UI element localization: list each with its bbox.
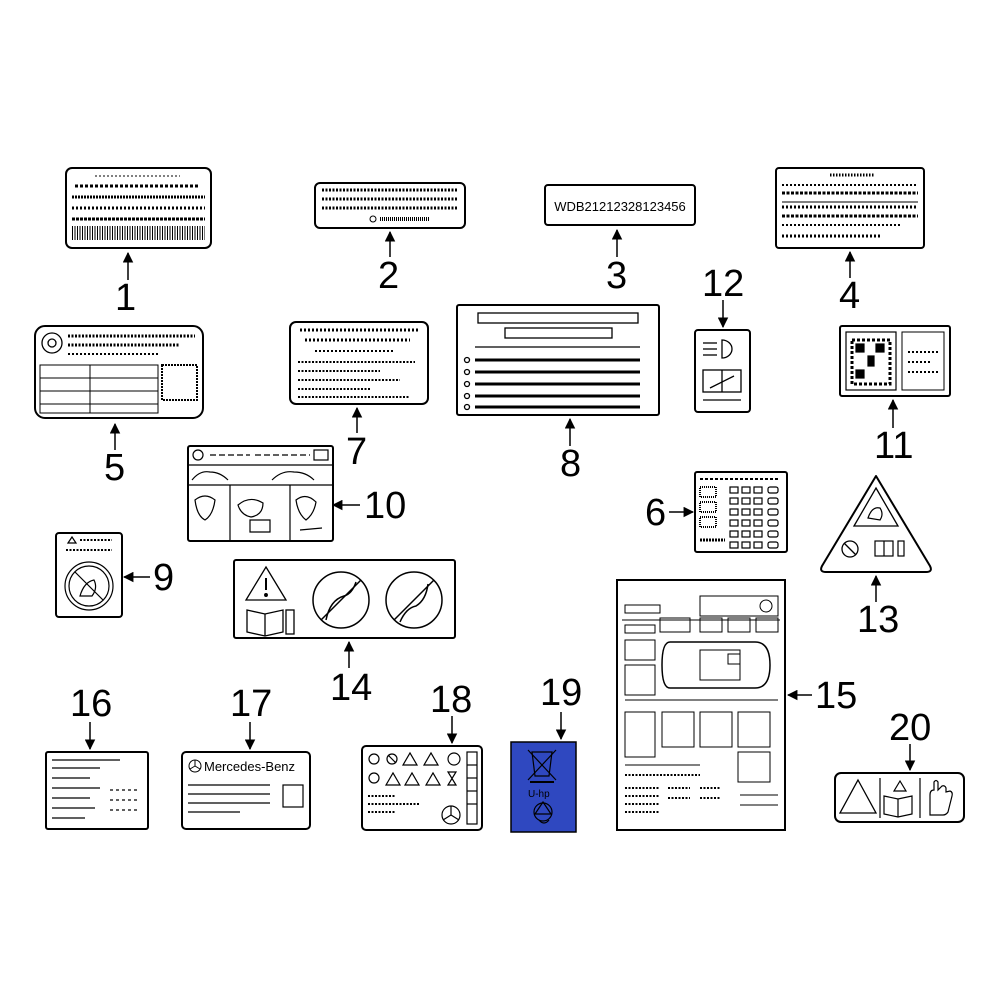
svg-text:5: 5 — [104, 447, 125, 489]
label-20 — [834, 772, 965, 823]
svg-text:4: 4 — [839, 275, 860, 317]
callout-16: 16 — [70, 683, 112, 751]
callout-17: 17 — [230, 683, 272, 751]
label-10 — [187, 445, 334, 542]
svg-text:15: 15 — [815, 675, 857, 717]
label-1 — [65, 167, 212, 249]
small-warning-icon — [892, 779, 908, 792]
callout-18: 18 — [430, 679, 472, 745]
callout-3: 3 — [606, 228, 627, 297]
label-13 — [820, 475, 932, 573]
callout-7: 7 — [346, 406, 367, 473]
svg-text:12: 12 — [702, 263, 744, 305]
prohibited-icon — [841, 540, 859, 558]
svg-text:20: 20 — [889, 707, 931, 749]
recycle-icon — [533, 800, 553, 824]
label-6 — [694, 471, 788, 553]
callout-4: 4 — [839, 250, 860, 317]
seat-icon — [867, 507, 883, 521]
label-2 — [314, 182, 466, 229]
svg-text:16: 16 — [70, 683, 112, 725]
label-14 — [233, 559, 456, 639]
callout-15: 15 — [786, 675, 857, 717]
callout-6: 6 — [645, 492, 695, 534]
svg-text:2: 2 — [378, 255, 399, 297]
label-8 — [456, 304, 660, 416]
no-child-seat-icon-2 — [385, 571, 443, 629]
label-11 — [839, 325, 951, 397]
hand-icon — [929, 779, 953, 816]
warning-triangle-icon — [244, 565, 288, 601]
recycle-code-text: U-hp — [528, 789, 550, 800]
label-17: Mercedes-Benz — [181, 751, 311, 830]
label-7 — [289, 321, 429, 405]
callout-1: 1 — [115, 251, 136, 319]
car-topview-icon — [661, 641, 771, 689]
tire-icon — [41, 332, 63, 354]
no-child-seat-icon-1 — [312, 571, 370, 629]
warning-triangle-icon — [838, 778, 878, 814]
svg-text:14: 14 — [330, 667, 372, 709]
svg-text:8: 8 — [560, 443, 581, 485]
label-5 — [34, 325, 204, 419]
brand-text: Mercedes-Benz — [204, 759, 295, 774]
svg-text:3: 3 — [606, 255, 627, 297]
label-9 — [55, 532, 123, 618]
headlight-icon — [703, 339, 733, 359]
callout-9: 9 — [122, 557, 174, 599]
svg-text:1: 1 — [115, 277, 136, 319]
label-3-vin: WDB21212328123456 — [544, 184, 696, 226]
svg-text:19: 19 — [540, 672, 582, 714]
label-19: U-hp — [510, 741, 577, 833]
callout-11: 11 — [874, 398, 913, 467]
callout-8: 8 — [560, 417, 581, 485]
manual-wrench-icon — [702, 369, 742, 401]
svg-text:13: 13 — [857, 599, 899, 641]
svg-text:7: 7 — [346, 431, 367, 473]
callout-12: 12 — [702, 263, 744, 329]
crossed-bin-icon — [527, 749, 557, 783]
svg-text:18: 18 — [430, 679, 472, 721]
prohibited-seat-icon — [64, 561, 114, 611]
callout-19: 19 — [540, 672, 582, 741]
label-1-barcode-text — [72, 175, 205, 240]
label-12 — [694, 329, 751, 413]
mercedes-star-icon — [188, 759, 202, 773]
callout-2: 2 — [378, 230, 399, 297]
label-4 — [775, 167, 925, 249]
manual-icon — [246, 609, 295, 637]
svg-text:11: 11 — [874, 425, 913, 467]
svg-text:9: 9 — [153, 557, 174, 599]
vin-text: WDB21212328123456 — [554, 199, 686, 214]
callout-14: 14 — [330, 640, 372, 709]
label-16 — [45, 751, 149, 830]
label-18 — [361, 745, 483, 831]
qr-code-icon — [845, 331, 897, 391]
callout-10: 10 — [331, 485, 406, 527]
svg-text:10: 10 — [364, 485, 406, 527]
label-15 — [616, 579, 786, 831]
svg-text:6: 6 — [645, 492, 666, 534]
callout-20: 20 — [889, 707, 931, 772]
callout-5: 5 — [104, 422, 125, 489]
callout-13: 13 — [857, 574, 899, 641]
svg-text:17: 17 — [230, 683, 272, 725]
